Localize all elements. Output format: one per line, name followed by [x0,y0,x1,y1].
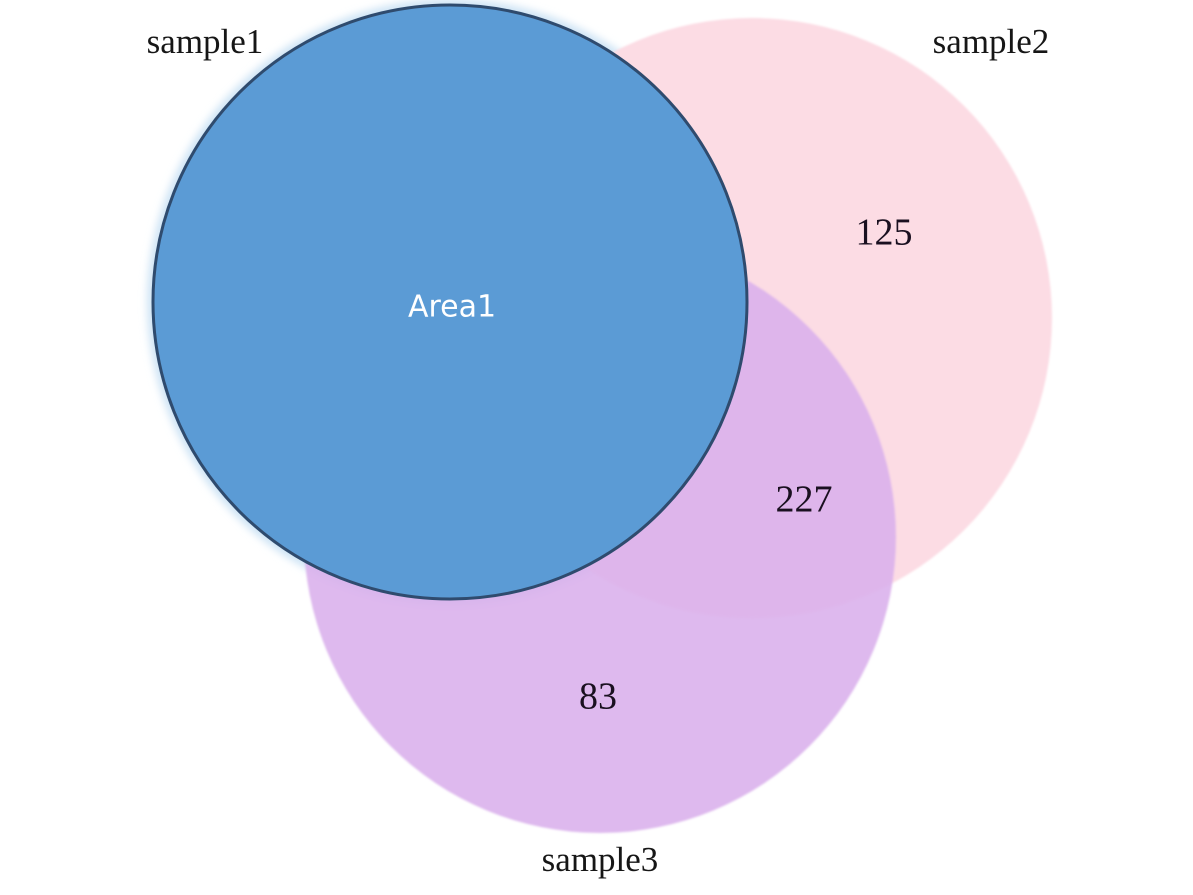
set-label-sample3: sample3 [542,840,659,879]
region-label-sample2-only: 125 [856,212,913,254]
region-label-sample1-only: Area1 [408,290,496,325]
region-label-sample3-only: 83 [579,676,617,718]
region-label-sample2-sample3: 227 [776,479,833,521]
set-label-sample2: sample2 [933,22,1050,61]
set-label-sample1: sample1 [147,22,264,61]
set-circle-sample1[interactable] [151,3,749,601]
